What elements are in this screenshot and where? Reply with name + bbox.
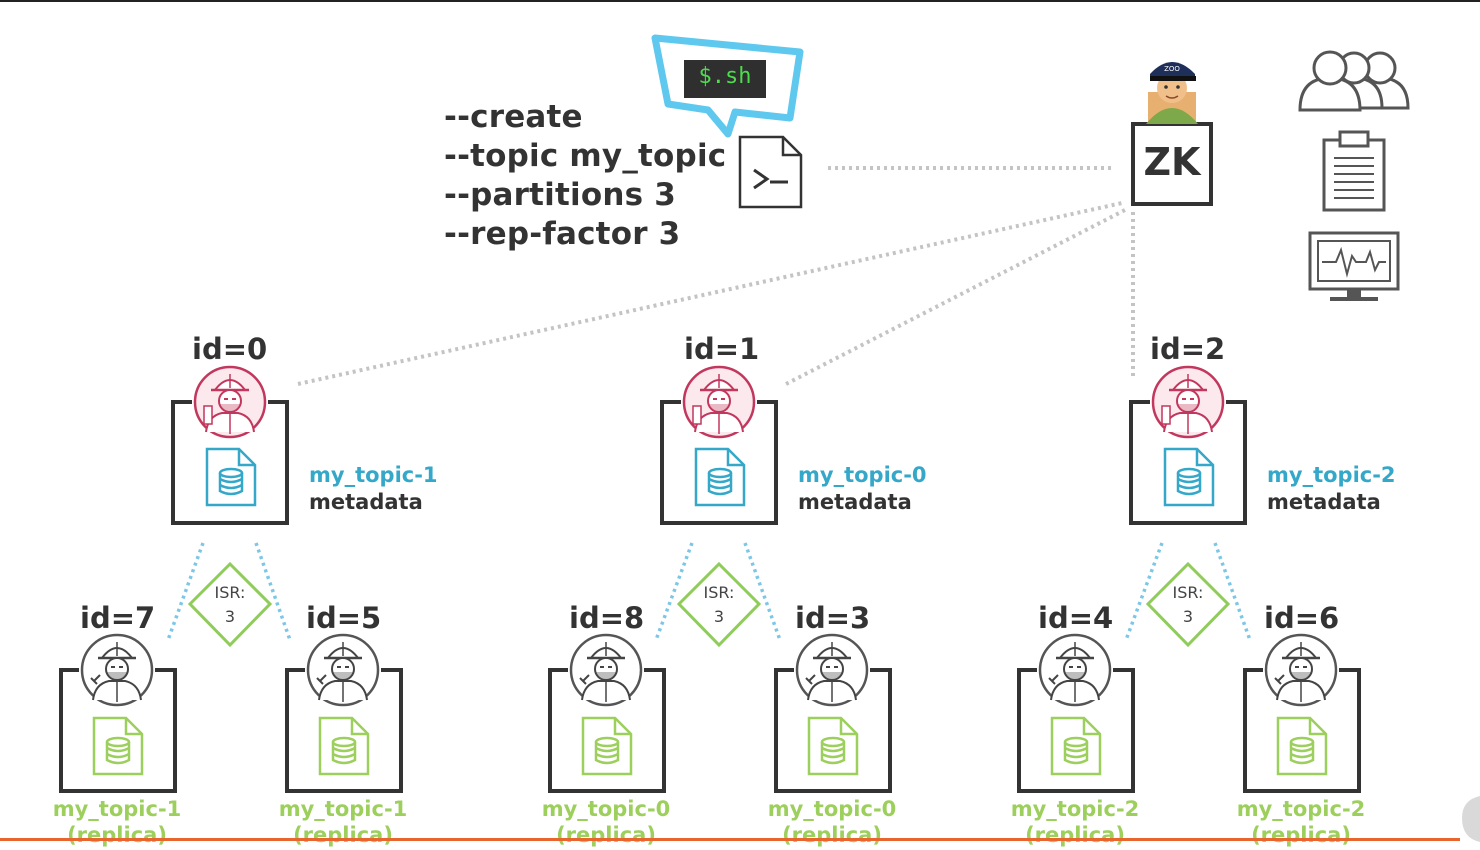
clipboard-icon (1322, 130, 1386, 212)
replica-0 (59, 633, 177, 793)
broker-id-label: id=2 (1150, 332, 1226, 366)
replica-topic-label: my_topic-0 (541, 797, 671, 821)
replica-id-label: id=4 (1038, 601, 1114, 635)
isr-label: ISR: (703, 583, 735, 602)
database-file-icon (205, 447, 257, 507)
leader-avatar-icon (1151, 365, 1225, 439)
isr-diamond (676, 561, 762, 648)
replica-topic-label: my_topic-1 (278, 797, 408, 821)
metadata-label: metadata (309, 490, 423, 514)
top-border (0, 0, 1480, 2)
command-line: --partitions 3 (444, 177, 677, 213)
isr-value: 3 (713, 607, 725, 626)
replica-1 (285, 633, 403, 793)
replica-0 (548, 633, 666, 793)
replica-id-label: id=6 (1264, 601, 1340, 635)
users-icon (1298, 50, 1410, 112)
partition-topic-label: my_topic-0 (798, 463, 927, 487)
keeper-shirt (1146, 108, 1198, 124)
isr-diamond (1145, 561, 1231, 648)
database-file-icon (92, 716, 144, 776)
database-file-icon (1163, 447, 1215, 507)
metadata-label: metadata (798, 490, 912, 514)
command-line: --topic my_topic (444, 138, 727, 174)
replica-topic-label: my_topic-1 (52, 797, 182, 821)
database-file-icon (581, 716, 633, 776)
replica-topic-label: my_topic-2 (1010, 797, 1140, 821)
replication-link (254, 542, 292, 641)
follower-avatar-icon (795, 633, 869, 707)
replica-role-label: (replica) (556, 823, 656, 847)
replica-0 (1017, 633, 1135, 793)
replica-id-label: id=3 (795, 601, 871, 635)
database-file-icon (318, 716, 370, 776)
replication-link (166, 542, 205, 641)
zookeeper-label: ZK (1143, 140, 1201, 184)
replica-role-label: (replica) (1025, 823, 1125, 847)
keeper-cap-text: ZOO (1164, 65, 1180, 73)
replica-1 (1243, 633, 1361, 793)
replication-link (1213, 542, 1252, 641)
isr-value: 3 (224, 607, 236, 626)
isr-value: 3 (1182, 607, 1194, 626)
follower-avatar-icon (306, 633, 380, 707)
broker-0 (59, 365, 403, 793)
database-file-icon (694, 447, 746, 507)
replica-id-label: id=5 (306, 601, 382, 635)
command-line: --create (444, 99, 583, 135)
script-badge-text: $.sh (698, 64, 752, 89)
isr-label: ISR: (1172, 583, 1204, 602)
partition-topic-label: my_topic-1 (309, 463, 438, 487)
isr-label: ISR: (214, 583, 246, 602)
replica-role-label: (replica) (782, 823, 882, 847)
partition-topic-label: my_topic-2 (1267, 463, 1396, 487)
keeper-cap (1150, 62, 1195, 79)
follower-avatar-icon (569, 633, 643, 707)
replica-topic-label: my_topic-2 (1236, 797, 1366, 821)
broker-2 (1017, 365, 1361, 793)
replication-link (743, 542, 782, 641)
replication-link (654, 542, 694, 641)
leader-avatar-icon (193, 365, 267, 439)
script-badge (684, 60, 766, 98)
replica-1 (774, 633, 892, 793)
database-file-icon (807, 716, 859, 776)
replication-link (1124, 542, 1164, 641)
terminal-file-icon (738, 135, 803, 209)
connector-zk-broker-0 (297, 201, 1123, 386)
follower-avatar-icon (80, 633, 154, 707)
replica-role-label: (replica) (67, 823, 167, 847)
scroll-button-icon (1462, 796, 1480, 842)
script-bubble (651, 34, 804, 138)
replica-id-label: id=8 (569, 601, 645, 635)
broker-id-label: id=0 (192, 332, 268, 366)
broker-id-label: id=1 (684, 332, 760, 366)
database-file-icon (1050, 716, 1102, 776)
replica-topic-label: my_topic-0 (767, 797, 897, 821)
connector-zk-broker-1 (785, 208, 1126, 386)
zk-box (1131, 122, 1213, 206)
progress-bar (0, 838, 1460, 841)
broker-1 (548, 365, 892, 793)
replica-role-label: (replica) (293, 823, 393, 847)
command-lines: --create --topic my_topic --partitions 3… (444, 98, 726, 254)
keeper-cap-brim (1150, 76, 1196, 81)
command-line: --rep-factor 3 (444, 216, 681, 252)
monitor-heartbeat-icon (1308, 231, 1400, 301)
replica-id-label: id=7 (80, 601, 156, 635)
follower-avatar-icon (1038, 633, 1112, 707)
metadata-label: metadata (1267, 490, 1381, 514)
zookeeper-node: ZOO (1131, 62, 1213, 206)
isr-diamond (187, 561, 273, 648)
replica-role-label: (replica) (1251, 823, 1351, 847)
leader-avatar-icon (682, 365, 756, 439)
follower-avatar-icon (1264, 633, 1338, 707)
database-file-icon (1276, 716, 1328, 776)
